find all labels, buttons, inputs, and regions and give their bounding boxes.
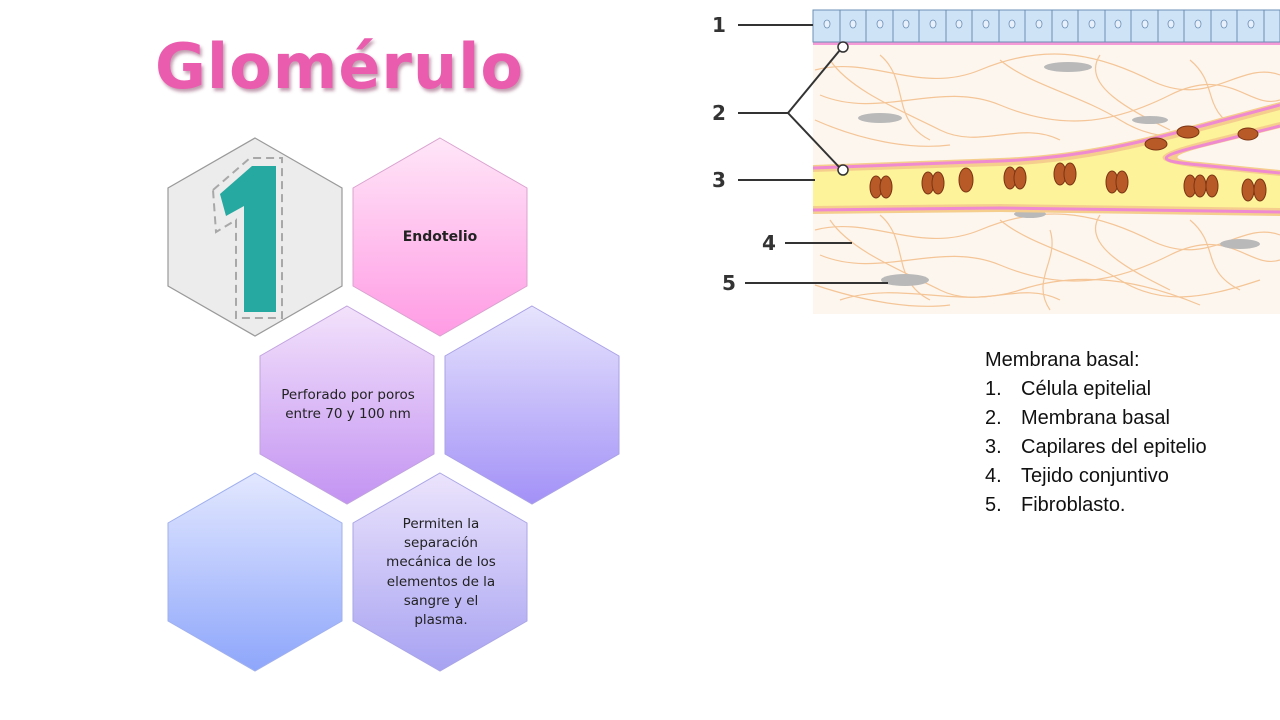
legend-heading: Membrana basal:	[985, 349, 1140, 371]
legend: Membrana basal: 1.Célula epitelial 2.Mem…	[985, 346, 1207, 520]
hexagon-endotelio	[352, 137, 528, 337]
tissue-diagram: 1 2 3 4 5	[712, 9, 1280, 314]
number-one-icon	[211, 157, 283, 319]
legend-item: 5.Fibroblasto.	[985, 494, 1126, 516]
legend-item: 4.Tejido conjuntivo	[985, 465, 1169, 487]
legend-item: 3.Capilares del epitelio	[985, 436, 1207, 458]
page-title: Glomérulo	[155, 30, 524, 103]
hexagon-label-perforado: Perforado por poros entre 70 y 100 nm	[281, 387, 415, 422]
hexagon-empty-right	[444, 305, 620, 505]
legend-item: 1.Célula epitelial	[985, 378, 1152, 400]
legend-list: 1.Célula epitelial 2.Membrana basal 3.Ca…	[985, 375, 1207, 520]
epithelial-cells	[812, 9, 1280, 43]
pointer-label-3: 3	[712, 168, 726, 192]
pointer-label-5: 5	[722, 271, 736, 295]
pointer-label-4: 4	[762, 231, 776, 255]
pointer-label-1: 1	[712, 13, 726, 37]
hexagon-empty-bottom-left	[167, 472, 343, 672]
capillary	[813, 102, 1280, 216]
hexagon-permiten	[352, 472, 528, 672]
hexagon-label-permiten: Permiten la separación mecánica de los e…	[386, 516, 496, 628]
hexagon-perforado	[259, 305, 435, 505]
legend-item: 2.Membrana basal	[985, 407, 1170, 429]
pointer-lines	[738, 24, 888, 284]
pointer-label-2: 2	[712, 101, 726, 125]
hexagon-label-endotelio: Endotelio	[402, 229, 478, 245]
pointer-markers	[837, 41, 849, 176]
hexagon-cluster	[167, 137, 620, 672]
badge-hexagon	[167, 137, 343, 337]
